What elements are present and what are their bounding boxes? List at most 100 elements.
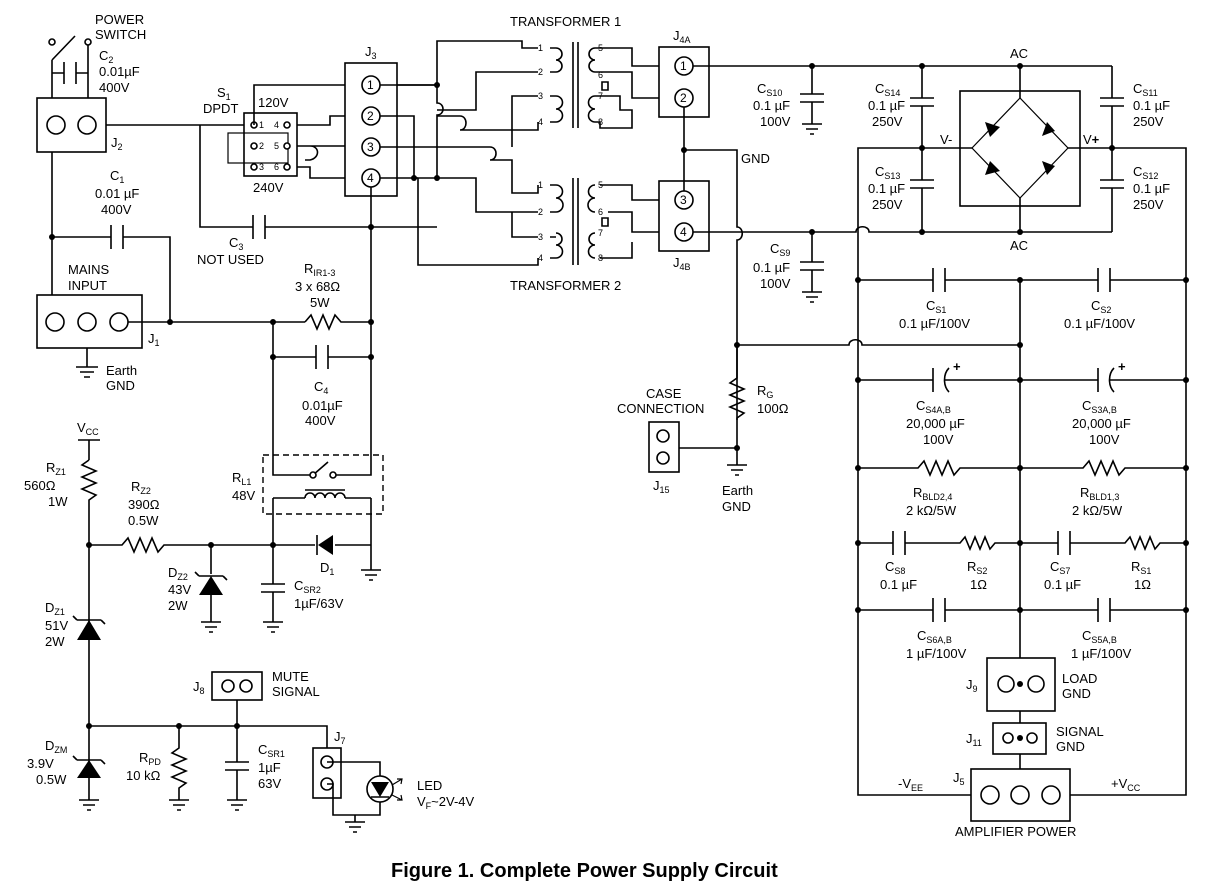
j4b-label: J4B xyxy=(673,255,691,272)
cs8-label: CS8 xyxy=(885,559,905,576)
t2-pin-1: 1 xyxy=(538,180,543,190)
power-switch-label-2: SWITCH xyxy=(95,27,146,42)
load-label-2: GND xyxy=(1062,686,1091,701)
s1-pin-5: 5 xyxy=(274,141,279,151)
zener-dz1-icon xyxy=(77,620,101,640)
cs12-label: CS12 xyxy=(1133,164,1158,181)
rir-value: 3 x 68Ω xyxy=(295,279,340,294)
s1-pins xyxy=(250,121,291,171)
vplus-label: V+ xyxy=(1083,132,1100,147)
rs2-label: RS2 xyxy=(967,559,987,576)
earth2-label-1: Earth xyxy=(722,483,753,498)
led-label: LED xyxy=(417,778,442,793)
earth2-label-2: GND xyxy=(722,499,751,514)
signal-label-2: GND xyxy=(1056,739,1085,754)
vf-label: VF~2V-4V xyxy=(417,794,475,811)
cs10-volt: 100V xyxy=(760,114,791,129)
cs1-value: 0.1 µF/100V xyxy=(899,316,970,331)
csr1-label: CSR1 xyxy=(258,742,285,759)
dz1-label: DZ1 xyxy=(45,600,65,617)
rs1-label: RS1 xyxy=(1131,559,1151,576)
t1-pin-3: 3 xyxy=(538,91,543,101)
j4a-pin-2: 2 xyxy=(680,91,687,105)
cs13-value: 0.1 µF xyxy=(868,181,905,196)
csr2-label: CSR2 xyxy=(294,578,321,595)
c3-label: C3 xyxy=(229,235,243,252)
c2-value: 0.01µF xyxy=(99,64,140,79)
csr1-volt: 63V xyxy=(258,776,281,791)
case-label-2: CONNECTION xyxy=(617,401,704,416)
load-label-1: LOAD xyxy=(1062,671,1097,686)
rbld13-label: RBLD1,3 xyxy=(1080,485,1119,502)
transformer2-label: TRANSFORMER 2 xyxy=(510,278,621,293)
power-switch xyxy=(48,35,92,98)
cs13-label: CS13 xyxy=(875,164,900,181)
rs1-value: 1Ω xyxy=(1134,577,1151,592)
transformer-1 xyxy=(550,42,609,128)
csr1-value: 1µF xyxy=(258,760,281,775)
t1-pin-7: 7 xyxy=(598,91,603,101)
cs9-volt: 100V xyxy=(760,276,791,291)
j8-label: J8 xyxy=(193,679,205,696)
j4a-label: J4A xyxy=(673,28,691,45)
rz1-value: 560Ω xyxy=(24,478,56,493)
cs11-label: CS11 xyxy=(1133,81,1158,98)
c4-voltage: 400V xyxy=(305,413,336,428)
rpd-label: RPD xyxy=(139,750,161,767)
cs5-value: 1 µF/100V xyxy=(1071,646,1132,661)
dz2-label: DZ2 xyxy=(168,565,188,582)
cs4-plus: + xyxy=(953,359,961,374)
cs3-volt: 100V xyxy=(1089,432,1120,447)
cs13-volt: 250V xyxy=(872,197,903,212)
j3-pin-4: 4 xyxy=(367,171,374,185)
dzm-value: 3.9V xyxy=(27,756,54,771)
rl1-label: RL1 xyxy=(232,470,251,487)
rz1-label: RZ1 xyxy=(46,460,66,477)
c1-voltage: 400V xyxy=(101,202,132,217)
amp-power-label: AMPLIFIER POWER xyxy=(955,824,1076,839)
rz1-watt: 1W xyxy=(48,494,68,509)
t2-pin-2: 2 xyxy=(538,207,543,217)
dzm-watt: 0.5W xyxy=(36,772,67,787)
s1-pin-1: 1 xyxy=(259,120,264,130)
cs2-value: 0.1 µF/100V xyxy=(1064,316,1135,331)
cs14-label: CS14 xyxy=(875,81,900,98)
j1-pin xyxy=(45,312,65,332)
dz1-watt: 2W xyxy=(45,634,65,649)
dz2-watt: 2W xyxy=(168,598,188,613)
cs10-label: CS10 xyxy=(757,81,782,98)
c1-value: 0.01 µF xyxy=(95,186,139,201)
cs5-label: CS5A,B xyxy=(1082,628,1117,645)
j3-pin-2: 2 xyxy=(367,109,374,123)
earth-ground-icon xyxy=(76,348,98,378)
vcc-label: +VCC xyxy=(1111,776,1141,793)
junction-dots xyxy=(855,277,1189,613)
cs1-label: CS1 xyxy=(926,298,946,315)
j11-label: J11 xyxy=(966,731,982,748)
cs4-label: CS4A,B xyxy=(916,398,951,415)
mains-label-1: MAINS xyxy=(68,262,110,277)
rg-label: RG xyxy=(757,383,773,400)
cs8-value: 0.1 µF xyxy=(880,577,917,592)
t2-pin-3: 3 xyxy=(538,232,543,242)
vminus-label: V- xyxy=(940,132,952,147)
power-switch-label-1: POWER xyxy=(95,12,144,27)
t2-pin-7: 7 xyxy=(598,228,603,238)
t1-pin-1: 1 xyxy=(538,43,543,53)
cs14-volt: 250V xyxy=(872,114,903,129)
transformer-2 xyxy=(550,178,609,265)
rg-value: 100Ω xyxy=(757,401,789,416)
transformer1-label: TRANSFORMER 1 xyxy=(510,14,621,29)
cs4-volt: 100V xyxy=(923,432,954,447)
cs3-plus: + xyxy=(1118,359,1126,374)
v120-label: 120V xyxy=(258,95,289,110)
cs9-value: 0.1 µF xyxy=(753,260,790,275)
mute-label-2: SIGNAL xyxy=(272,684,320,699)
rir-watt: 5W xyxy=(310,295,330,310)
ac-top-label: AC xyxy=(1010,46,1028,61)
gnd-label: GND xyxy=(741,151,770,166)
c4-label: C4 xyxy=(314,379,328,396)
t2-pin-4: 4 xyxy=(538,253,543,263)
cs4-value: 20,000 µF xyxy=(906,416,965,431)
